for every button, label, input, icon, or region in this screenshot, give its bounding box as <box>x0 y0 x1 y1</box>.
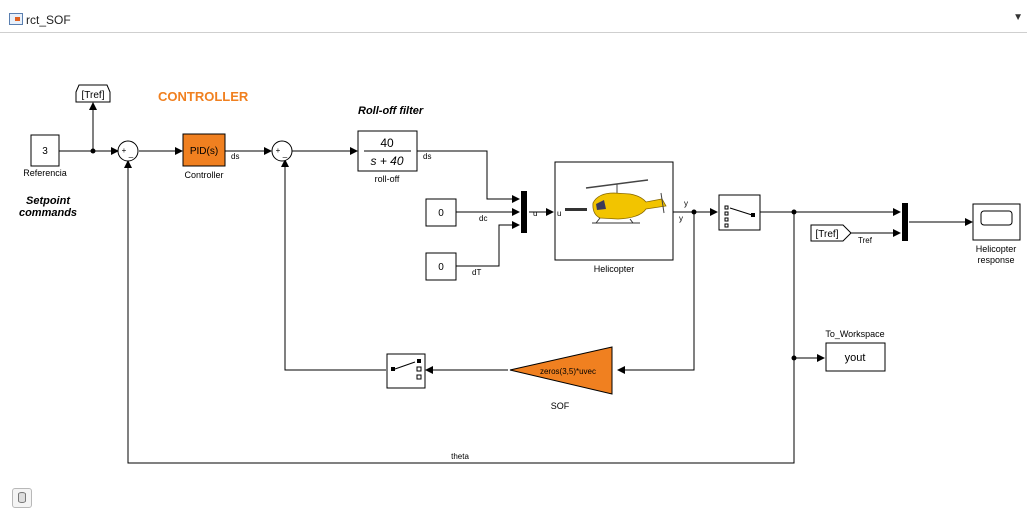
sum-block-1[interactable]: + _ <box>118 141 138 161</box>
tref-signal-label: Tref <box>858 236 873 245</box>
scope-label-1: Helicopter <box>976 244 1017 254</box>
to-workspace-block[interactable]: yout <box>826 343 885 371</box>
output-selector-block[interactable] <box>719 195 760 230</box>
const-dc-value: 0 <box>438 208 444 219</box>
dt-signal-label: dT <box>472 268 481 277</box>
svg-text:+: + <box>276 146 281 155</box>
goto-tref-text: [Tref] <box>82 90 105 101</box>
const-dt-value: 0 <box>438 262 444 273</box>
const-dc-block[interactable]: 0 <box>426 199 456 226</box>
model-data-button[interactable] <box>12 488 32 508</box>
setpoint-label-1: Setpoint <box>26 195 71 207</box>
to-workspace-text: yout <box>845 352 866 364</box>
rolloff-label: roll-off <box>375 174 400 184</box>
mux-out-label: u <box>533 209 537 218</box>
helicopter-out-port-2: y <box>679 214 683 223</box>
helicopter-in-port: u <box>557 209 561 218</box>
helicopter-label: Helicopter <box>594 264 635 274</box>
controller-out-port: ds <box>231 152 239 161</box>
from-tref-block[interactable]: [Tref] <box>811 225 851 241</box>
rolloff-out-port: ds <box>423 152 431 161</box>
rolloff-denominator: s + 40 <box>370 154 403 168</box>
goto-tref-block[interactable]: [Tref] <box>76 85 110 102</box>
helicopter-response-scope[interactable] <box>973 204 1020 240</box>
to-workspace-title: To_Workspace <box>825 329 884 339</box>
sof-gain-block[interactable]: zeros(3,5)*uvec <box>510 347 612 394</box>
sof-gain-text: zeros(3,5)*uvec <box>540 367 596 376</box>
svg-text:_: _ <box>128 149 134 158</box>
rolloff-transfer-fcn-block[interactable]: 40 s + 40 <box>358 131 417 171</box>
helicopter-out-port-1: y <box>684 199 688 208</box>
svg-text:+: + <box>122 146 127 155</box>
output-mux-block[interactable] <box>902 203 908 241</box>
dc-signal-label: dc <box>479 214 487 223</box>
controller-label: Controller <box>184 170 223 180</box>
pid-text: PID(s) <box>190 146 218 157</box>
controller-title: CONTROLLER <box>158 89 249 104</box>
helicopter-block[interactable] <box>555 162 673 260</box>
scope-label-2: response <box>977 255 1014 265</box>
svg-text:_: _ <box>282 149 288 158</box>
referencia-block[interactable]: 3 <box>31 135 59 166</box>
const-dt-block[interactable]: 0 <box>426 253 456 280</box>
sof-label: SOF <box>551 401 570 411</box>
referencia-label: Referencia <box>23 168 67 178</box>
sum-block-2[interactable]: + _ <box>272 141 292 161</box>
setpoint-label-2: commands <box>19 207 77 219</box>
theta-signal-label: theta <box>451 452 469 461</box>
rolloff-numerator: 40 <box>380 136 394 150</box>
mux-block[interactable] <box>521 191 527 233</box>
database-icon <box>18 492 26 503</box>
rolloff-title: Roll-off filter <box>358 105 424 117</box>
from-tref-text: [Tref] <box>816 229 839 240</box>
feedback-selector-block[interactable] <box>387 354 425 388</box>
pid-controller-block[interactable]: PID(s) <box>183 134 225 166</box>
referencia-value: 3 <box>42 146 48 157</box>
